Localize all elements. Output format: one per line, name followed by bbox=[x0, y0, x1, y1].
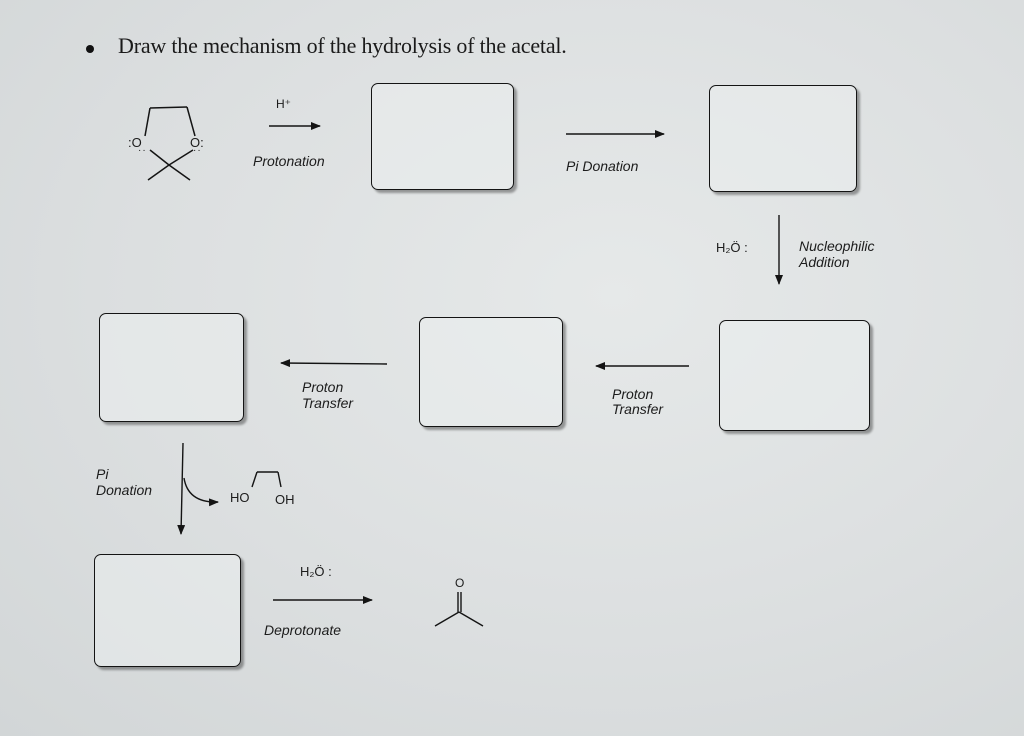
label-nucleophilic: Nucleophilic bbox=[799, 238, 875, 254]
answer-box-4[interactable] bbox=[419, 317, 563, 427]
byproduct-oh: OH bbox=[275, 492, 295, 507]
label-addition: Addition bbox=[799, 254, 850, 270]
question-text: Draw the mechanism of the hydrolysis of … bbox=[118, 33, 567, 58]
acetone-oxygen: O bbox=[455, 576, 465, 590]
label-deprotonate: Deprotonate bbox=[264, 622, 342, 638]
answer-box-1[interactable] bbox=[371, 83, 514, 190]
label-transfer-2: Transfer bbox=[612, 401, 664, 417]
answer-box-3[interactable] bbox=[719, 320, 870, 431]
ethylene-glycol-structure bbox=[251, 471, 282, 488]
label-donation: Donation bbox=[96, 482, 153, 498]
label-proton-2: Proton bbox=[612, 386, 654, 402]
acetone-structure bbox=[434, 592, 484, 627]
answer-box-6[interactable] bbox=[94, 554, 241, 667]
answer-box-5[interactable] bbox=[99, 313, 244, 422]
acetal-structure bbox=[144, 106, 196, 181]
arrow-pi-donation-down bbox=[177, 442, 186, 535]
lone-pair-right: ·· bbox=[193, 145, 202, 156]
arrow-proton-transfer-1 bbox=[280, 359, 388, 368]
bullet-point bbox=[86, 45, 94, 53]
reagent-water-2: H₂Ö : bbox=[300, 564, 332, 579]
reagent-h-plus: H⁺ bbox=[276, 97, 291, 111]
curved-arrow-byproduct bbox=[183, 477, 219, 507]
label-proton-1: Proton bbox=[302, 379, 344, 395]
lone-pair-left: ·· bbox=[138, 145, 147, 156]
label-transfer-1: Transfer bbox=[302, 395, 354, 411]
acetal-oxygen-left: :O bbox=[128, 135, 142, 150]
reagent-water: H₂Ö : bbox=[716, 240, 748, 255]
label-pi-donation: Pi Donation bbox=[566, 158, 639, 174]
answer-box-2[interactable] bbox=[709, 85, 857, 192]
label-pi: Pi bbox=[96, 466, 109, 482]
label-protonation: Protonation bbox=[253, 153, 325, 169]
acetal-oxygen-right: O: bbox=[190, 135, 204, 150]
byproduct-ho: HO bbox=[230, 490, 250, 505]
